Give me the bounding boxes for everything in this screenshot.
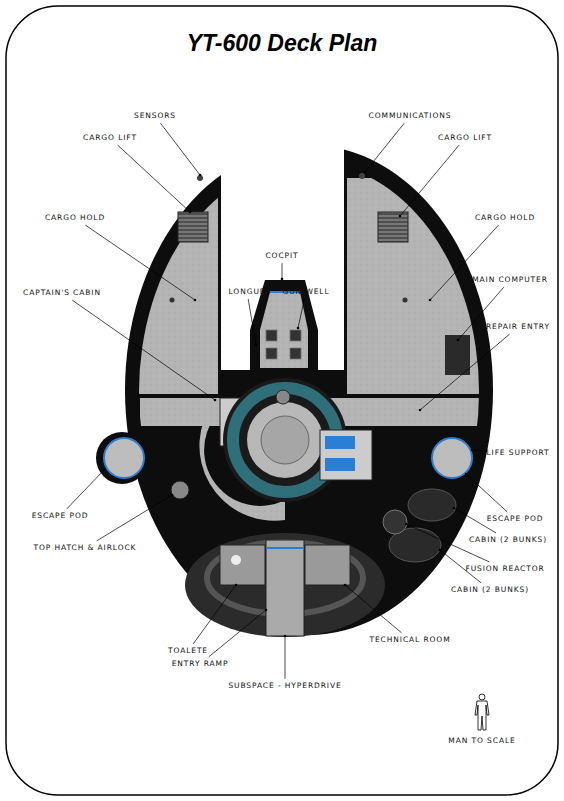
- entry-ramp: [266, 540, 304, 636]
- engine-section: [185, 533, 385, 637]
- fusion-reactor: [383, 510, 407, 534]
- leader-line: [193, 585, 236, 644]
- man-figure: [475, 694, 489, 730]
- part-label: REPAIR ENTRY: [486, 323, 550, 331]
- cabin: [408, 489, 456, 521]
- leader-line: [430, 225, 498, 300]
- part-label: CARGO HOLD: [475, 214, 535, 222]
- top-hatch: [171, 481, 189, 499]
- leader-dot: [199, 174, 202, 177]
- part-label: ESCAPE POD: [32, 512, 89, 520]
- part-label: MAIN COMPUTER: [472, 276, 548, 284]
- leader-line: [118, 145, 190, 212]
- leader-dot: [297, 327, 300, 330]
- leader-line: [400, 145, 459, 216]
- leader-dot: [457, 339, 460, 342]
- part-label: CABIN (2 BUNKS): [469, 536, 547, 544]
- leader-dot: [214, 399, 217, 402]
- toilet: [220, 545, 265, 585]
- part-label: LONGUE: [229, 288, 266, 296]
- leader-dot: [235, 584, 238, 587]
- leader-dot: [344, 584, 347, 587]
- leader-dot: [453, 507, 456, 510]
- leader-line: [67, 470, 104, 509]
- part-label: ESCAPE POD: [487, 515, 544, 523]
- part-label: CARGO HOLD: [45, 214, 105, 222]
- part-label: LIFE SUPPORT: [486, 449, 549, 457]
- part-label: SENSORS: [134, 112, 176, 120]
- leader-dot: [194, 299, 197, 302]
- leader-line: [85, 225, 195, 300]
- leader-dot: [103, 469, 106, 472]
- technical-room: [305, 545, 350, 585]
- part-label: TOALETE: [168, 647, 208, 655]
- scale-caption: MAN TO SCALE: [448, 737, 515, 745]
- leader-dot: [265, 609, 268, 612]
- page-frame: [6, 6, 558, 795]
- leader-line: [209, 610, 266, 657]
- title: YT-600 Deck Plan: [0, 30, 564, 57]
- part-label: CAPTAIN'S CABIN: [23, 289, 101, 297]
- leader-dot: [429, 299, 432, 302]
- part-label: CARGO LIFT: [438, 134, 492, 142]
- leader-dot: [419, 409, 422, 412]
- leader-line: [345, 585, 402, 633]
- leader-dot: [439, 549, 442, 552]
- leader-dot: [284, 635, 287, 638]
- leader-line: [458, 287, 504, 340]
- leader-line: [472, 450, 483, 452]
- leader-dot: [405, 523, 408, 526]
- leader-line: [72, 300, 215, 400]
- escape-pod: [432, 438, 472, 478]
- leader-dot: [364, 171, 367, 174]
- part-label: GUN WELL: [282, 288, 329, 296]
- leader-dot: [189, 211, 192, 214]
- leader-dot: [255, 344, 258, 347]
- leader-dot: [471, 449, 474, 452]
- part-label: TOP HATCH & AIRLOCK: [34, 544, 137, 552]
- leader-line: [466, 474, 507, 512]
- leader-line: [282, 263, 283, 279]
- part-label: CARGO LIFT: [83, 134, 137, 142]
- crew-cabin: [320, 430, 372, 480]
- cargo-hold: [120, 178, 218, 394]
- leader-line: [97, 495, 172, 541]
- part-label: FUSION REACTOR: [465, 565, 544, 573]
- leader-dot: [281, 278, 284, 281]
- leader-line: [365, 123, 404, 172]
- leader-dot: [399, 215, 402, 218]
- part-label: TECHNICAL ROOM: [369, 636, 450, 644]
- part-label: CABIN (2 BUNKS): [451, 586, 529, 594]
- part-label: ENTRY RAMP: [172, 660, 229, 668]
- leader-dot: [465, 473, 468, 476]
- part-label: COMMUNICATIONS: [369, 112, 452, 120]
- cargo-hold: [347, 178, 497, 394]
- leader-line: [285, 636, 286, 679]
- cargo-lift: [178, 212, 208, 242]
- leader-line: [248, 299, 256, 345]
- leader-dot: [171, 494, 174, 497]
- cargo-lift: [378, 212, 408, 242]
- part-label: COCPIT: [265, 252, 298, 260]
- part-label: SUBSPACE - HYPERDRIVE: [228, 682, 341, 690]
- main-computer: [445, 335, 470, 375]
- mandible-gap: [221, 130, 344, 370]
- escape-pod: [104, 438, 144, 478]
- leader-line: [298, 299, 304, 328]
- leader-line: [420, 334, 510, 410]
- leader-line: [160, 123, 200, 175]
